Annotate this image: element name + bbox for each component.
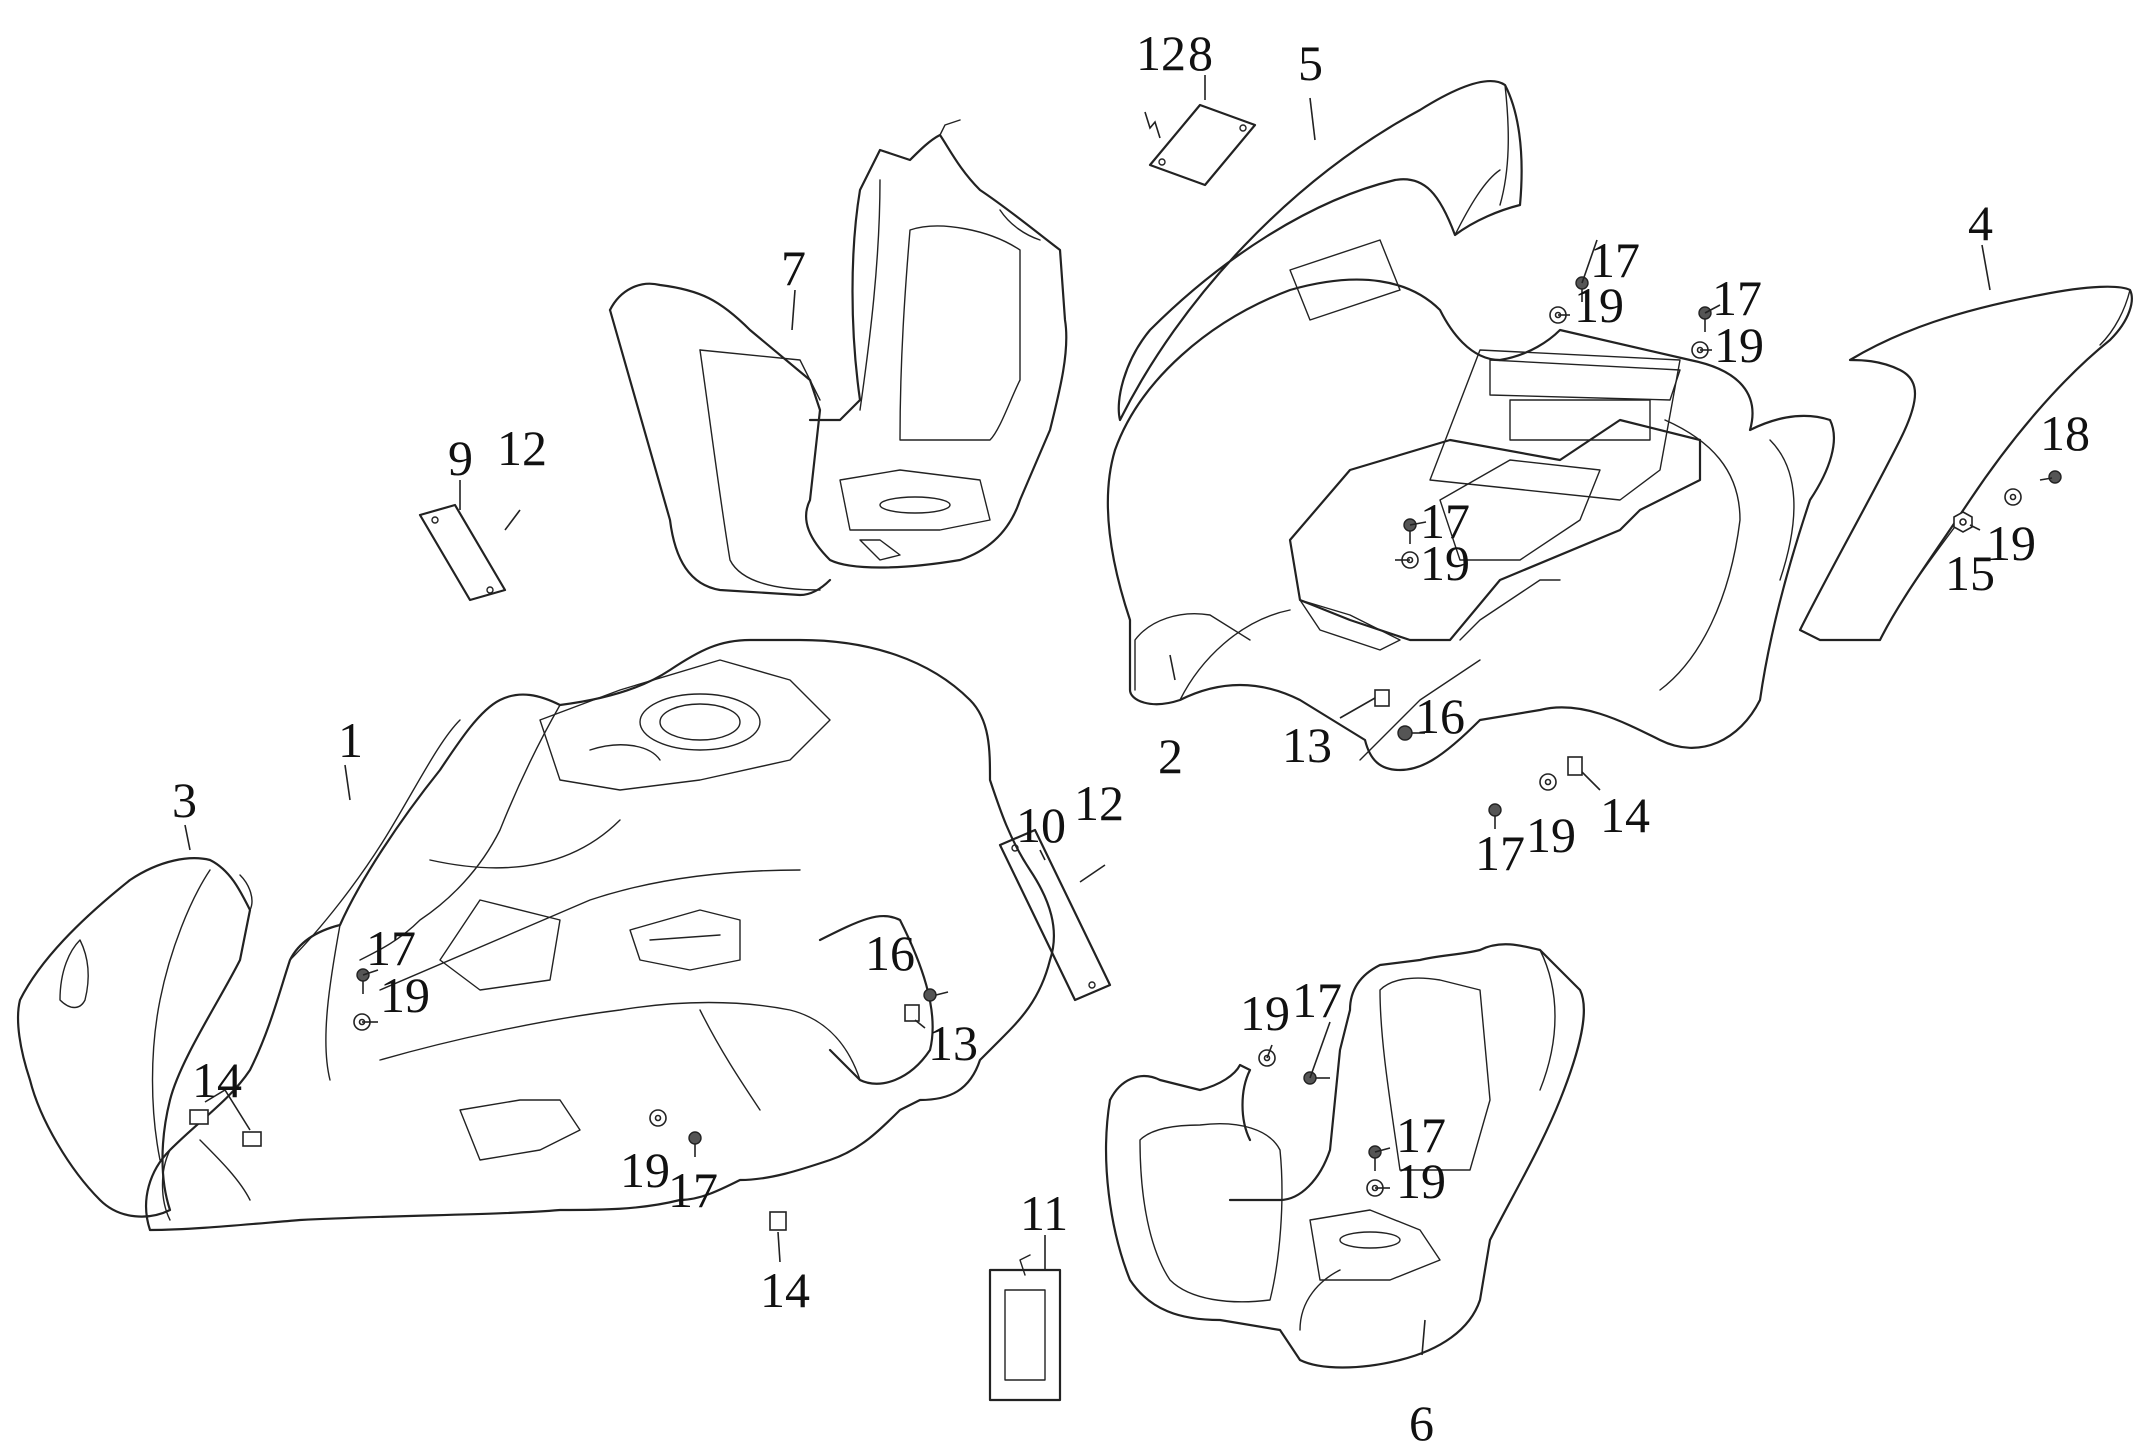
clip-14-a <box>1567 756 1583 776</box>
clip-14-b <box>189 1109 209 1125</box>
callout-14-rear: 14 <box>1600 787 1650 843</box>
callout-19-rear-center: 19 <box>1420 535 1470 591</box>
callout-19-front-left: 19 <box>380 967 430 1023</box>
callout-1: 1 <box>338 712 363 768</box>
part-3-front-side-panel <box>16 857 253 1218</box>
clip-13-a <box>1374 689 1390 707</box>
leader-lines <box>184 75 1991 1356</box>
part-2-rear-fender <box>1106 239 1835 772</box>
callout-19-side-fender: 19 <box>1986 515 2036 571</box>
callout-17-rear-center: 17 <box>1420 493 1470 549</box>
callout-18: 18 <box>2040 405 2090 461</box>
callout-12-front: 12 <box>1074 775 1124 831</box>
screw-17-d <box>1488 803 1502 829</box>
callout-3: 3 <box>172 772 197 828</box>
callout-17-front-left: 17 <box>366 920 416 976</box>
callout-17-front-bottom: 17 <box>668 1162 718 1218</box>
part-8-plate <box>1148 103 1257 187</box>
clip-13-b <box>904 1004 920 1022</box>
callout-17-footwell-center: 17 <box>1396 1107 1446 1163</box>
callout-8: 8 <box>1188 25 1213 81</box>
callout-17-rear-right: 17 <box>1712 270 1762 326</box>
washer-19-d <box>2004 488 2022 506</box>
screw-16-b <box>923 988 949 1002</box>
callout-17-rear-bottom: 17 <box>1475 825 1525 881</box>
callout-7: 7 <box>781 240 806 296</box>
screw-17-f <box>688 1131 702 1157</box>
callout-19-footwell-center: 19 <box>1396 1153 1446 1209</box>
callout-11: 11 <box>1020 1185 1068 1241</box>
part-10-plate <box>998 828 1112 1002</box>
callout-4: 4 <box>1968 195 1993 251</box>
callout-9: 9 <box>448 430 473 486</box>
part-6-right-footwell <box>1104 943 1586 1369</box>
callout-16-rear: 16 <box>1415 688 1465 744</box>
part-5-rear-fender-top-panel <box>1117 80 1523 422</box>
callout-19-rear-bottom: 19 <box>1526 807 1576 863</box>
hardware-items <box>189 111 2062 1231</box>
callout-12-left: 12 <box>497 420 547 476</box>
callout-6: 6 <box>1409 1395 1434 1444</box>
callout-2: 2 <box>1158 728 1183 784</box>
callout-19-rear-top: 19 <box>1574 277 1624 333</box>
callout-5: 5 <box>1298 35 1323 91</box>
screw-17-c <box>1403 518 1417 544</box>
callout-19-footwell-top: 19 <box>1240 985 1290 1041</box>
callout-14-front-bottom: 14 <box>760 1262 810 1318</box>
clip-14-c <box>242 1131 262 1147</box>
callout-16-front: 16 <box>865 925 915 981</box>
callout-17-footwell-top: 17 <box>1292 972 1342 1028</box>
washer-19-g <box>649 1109 667 1127</box>
nut-15 <box>1953 511 1973 533</box>
washer-19-e <box>1539 773 1557 791</box>
part-9-plate <box>418 503 507 602</box>
callout-14-front-left: 14 <box>192 1052 242 1108</box>
callout-13-rear: 13 <box>1282 717 1332 773</box>
callout-17-rear-top: 17 <box>1590 232 1640 288</box>
callout-15: 15 <box>1945 545 1995 601</box>
callout-19-front-bottom: 19 <box>620 1142 670 1198</box>
screw-17-h <box>1368 1145 1382 1171</box>
callout-12-top: 12 <box>1136 25 1186 81</box>
part-1-front-fender <box>145 638 1055 1232</box>
clip-14-d <box>769 1211 787 1231</box>
part-4-rear-fender-side-panel <box>1798 285 2133 642</box>
part-7-left-footwell <box>608 119 1068 597</box>
screw-16-a <box>1397 725 1425 741</box>
bolt-18 <box>2039 470 2062 484</box>
callout-13-front: 13 <box>928 1015 978 1071</box>
part-11-label <box>988 1254 1062 1402</box>
callout-10: 10 <box>1016 797 1066 853</box>
screw-17-g <box>1303 1071 1330 1085</box>
callout-19-rear-right: 19 <box>1714 317 1764 373</box>
callout-labels: 1 2 3 4 5 6 7 8 9 10 11 12 12 12 13 13 1… <box>172 25 2090 1444</box>
